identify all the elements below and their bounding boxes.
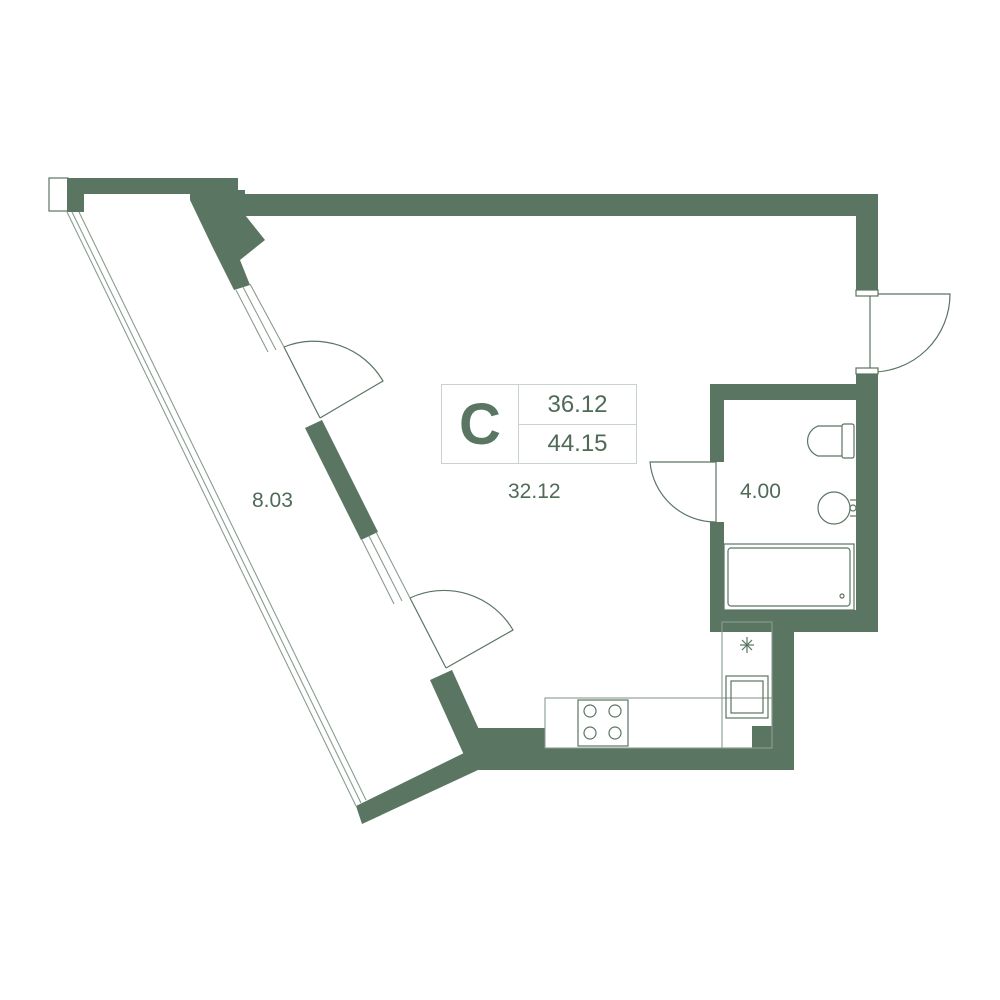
badge-divider bbox=[518, 385, 519, 463]
window-frame bbox=[242, 286, 277, 351]
bathtub-icon bbox=[723, 543, 855, 611]
wall-segment bbox=[356, 752, 478, 824]
kitchen-sink-icon bbox=[725, 675, 769, 719]
balcony-area-label: 8.03 bbox=[252, 489, 293, 512]
badge-divider bbox=[519, 424, 636, 425]
door-swing bbox=[409, 589, 514, 669]
wall-segment bbox=[430, 670, 486, 770]
main-room-area-label: 32.12 bbox=[508, 480, 561, 503]
balcony-glazing bbox=[66, 211, 357, 807]
door-jamb bbox=[855, 289, 879, 297]
kitchen-counter bbox=[721, 621, 773, 749]
apartment-area-badge: C 36.12 44.15 bbox=[441, 384, 637, 464]
toilet-icon bbox=[806, 423, 855, 459]
wall-segment bbox=[710, 384, 878, 400]
wall-segment bbox=[470, 728, 545, 752]
apartment-type-letter: C bbox=[459, 391, 501, 457]
balcony-glazing bbox=[78, 211, 367, 801]
ventilation-icon bbox=[740, 637, 754, 653]
wall-segment bbox=[305, 420, 378, 540]
door-swing bbox=[649, 461, 717, 523]
door-swing bbox=[869, 293, 951, 373]
bathroom-area-label: 4.00 bbox=[740, 480, 781, 503]
balcony-glazing bbox=[71, 211, 362, 804]
door-jamb bbox=[855, 367, 879, 375]
window-frame bbox=[361, 539, 395, 605]
wall-segment bbox=[856, 374, 878, 632]
living-area-value: 36.12 bbox=[547, 391, 608, 418]
wall-segment bbox=[710, 522, 724, 622]
total-area-value: 44.15 bbox=[547, 430, 608, 457]
door-swing bbox=[283, 340, 384, 419]
sink-icon bbox=[817, 491, 857, 525]
wall-segment bbox=[710, 384, 724, 462]
wall-segment bbox=[470, 748, 794, 770]
window-frame bbox=[375, 531, 411, 599]
window-frame bbox=[235, 289, 269, 353]
wall-segment bbox=[856, 194, 878, 290]
window-frame bbox=[368, 535, 403, 602]
wall-segment bbox=[238, 194, 878, 216]
kitchen-counter bbox=[544, 697, 773, 749]
stove-icon bbox=[577, 699, 629, 747]
wall-segment bbox=[710, 610, 878, 632]
window-frame bbox=[249, 283, 285, 348]
wall-segment bbox=[48, 177, 69, 212]
wall-segment bbox=[67, 178, 238, 212]
wall-segment bbox=[190, 190, 265, 290]
